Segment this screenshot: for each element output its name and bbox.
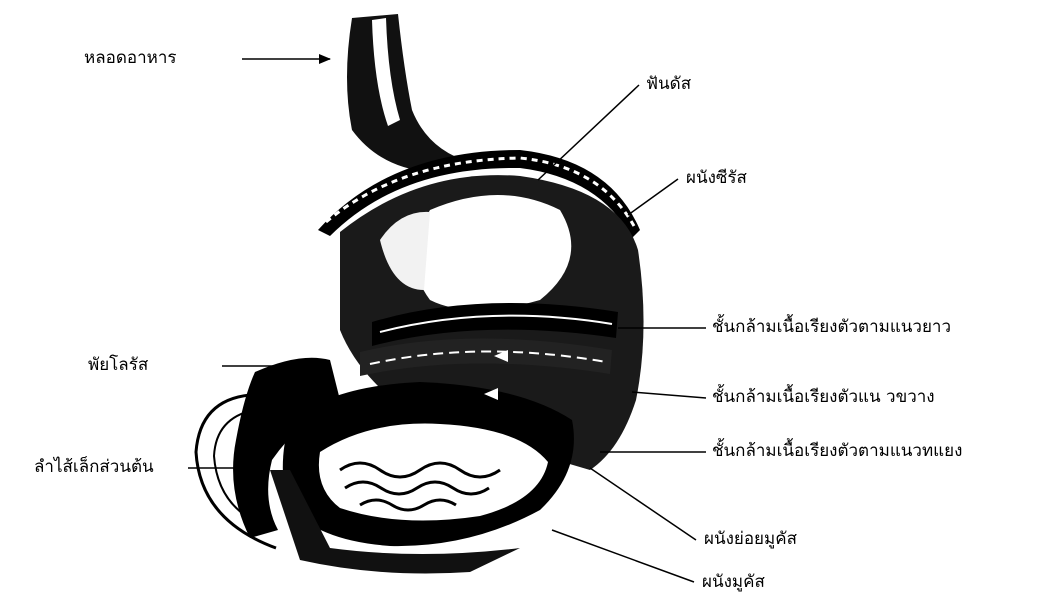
label-pylorus: พัยโลรัส [88, 355, 148, 375]
serosa-leader [628, 179, 678, 215]
label-submucosa: ผนังย่อยมูคัส [704, 529, 797, 549]
label-duodenum: ลำไส้เล็กส่วนต้น [34, 457, 154, 477]
circular-leader [632, 392, 706, 398]
esophagus-tube [347, 14, 470, 172]
label-fundus: ฟันดัส [646, 74, 691, 94]
label-longitudinal-muscle: ชั้นกล้ามเนื้อเรียงตัวตามแนวยาว [712, 317, 951, 337]
label-serosa: ผนังซีรัส [686, 168, 747, 188]
label-oblique-muscle: ชั้นกล้ามเนื้อเรียงตัวตามแนวทแยง [712, 441, 962, 461]
label-esophagus: หลอดอาหาร [84, 48, 177, 68]
mucosa-leader [552, 530, 694, 582]
stomach-illustration [196, 14, 644, 574]
submucosa-leader [590, 468, 696, 540]
label-circular-muscle: ชั้นกล้ามเนื้อเรียงตัวแน วขวาง [712, 387, 935, 407]
fundus-leader [538, 85, 639, 180]
label-mucosa: ผนังมูคัส [702, 572, 765, 592]
